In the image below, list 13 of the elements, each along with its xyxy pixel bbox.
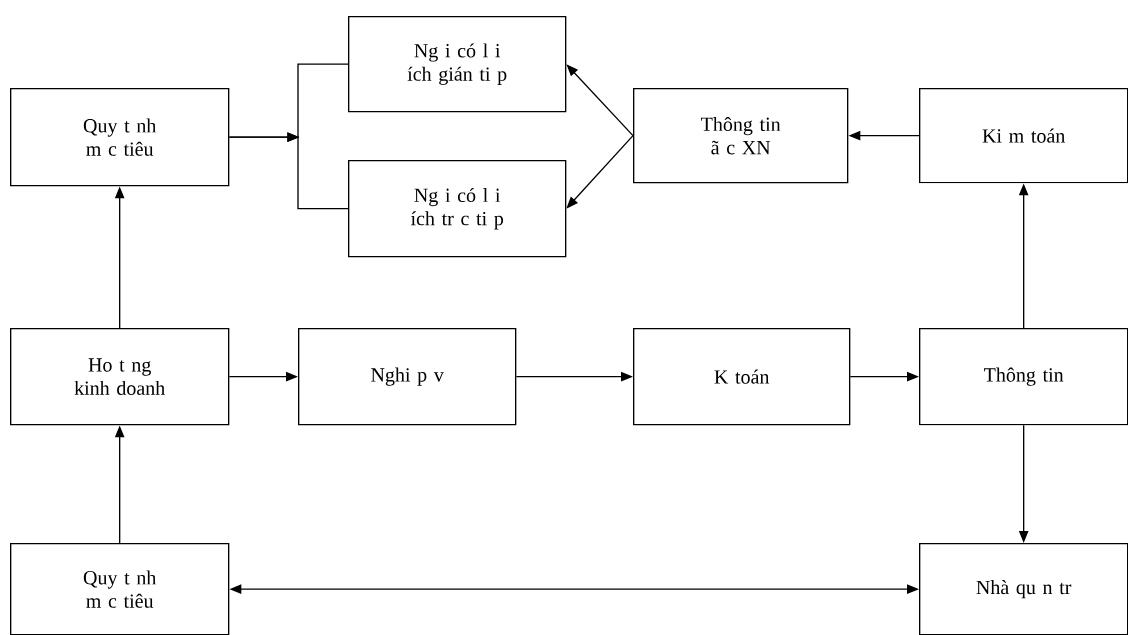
process-box: Quy t nh m c tiêu bbox=[10, 88, 230, 187]
process-box: Ng i có l i ích gián ti p bbox=[348, 16, 567, 113]
process-box: Thông tin ã c XN bbox=[633, 88, 849, 184]
process-box: Thông tin bbox=[919, 328, 1128, 426]
process-box: Ho t ng kinh doanh bbox=[10, 328, 230, 426]
arrow bbox=[228, 132, 349, 210]
arrow bbox=[566, 64, 634, 137]
process-box: Nhà qu n tr bbox=[919, 543, 1128, 635]
process-box: Nghi p v bbox=[298, 328, 517, 426]
process-box: Ng i có l i ích tr c ti p bbox=[348, 160, 567, 258]
process-box: K toán bbox=[633, 328, 851, 426]
process-box: Ki m toán bbox=[919, 88, 1128, 184]
process-box: Quy t nh m c tiêu bbox=[10, 543, 230, 635]
